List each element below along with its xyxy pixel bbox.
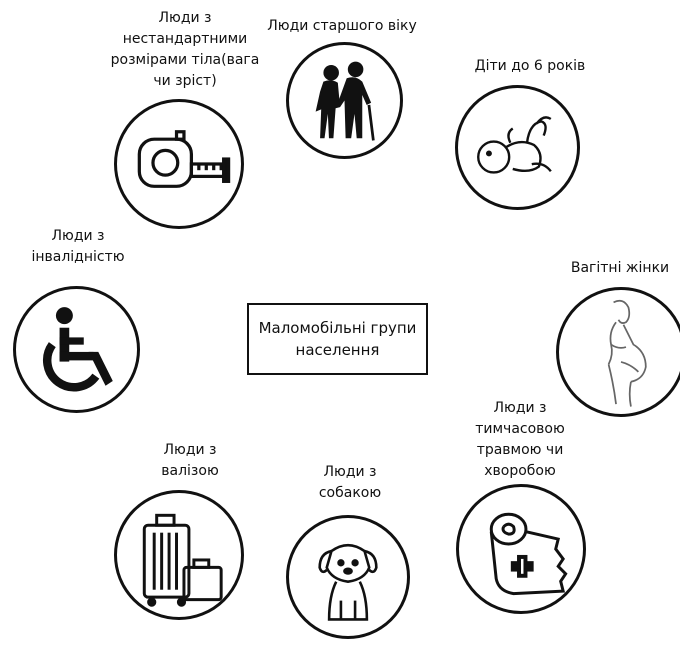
bandage-icon — [456, 484, 586, 614]
group-label-dog: Люди з собакою — [318, 464, 382, 501]
pregnant-woman-icon — [556, 287, 680, 417]
center-title: Маломобільні групи населення — [258, 319, 417, 359]
suitcase-icon — [114, 490, 244, 620]
baby-icon — [455, 85, 580, 210]
wheelchair-icon — [13, 286, 140, 413]
center-title-box: Маломобільні групи населення — [247, 303, 428, 375]
group-label-disability: Люди з інвалідністю — [31, 228, 125, 265]
group-label-children: Діти до 6 років — [474, 58, 586, 74]
group-label-suitcase: Люди з валізою — [161, 442, 219, 479]
group-label-elderly: Люди старшого віку — [267, 18, 417, 34]
group-label-pregnant: Вагітні жінки — [570, 260, 670, 276]
dog-icon — [286, 515, 410, 639]
group-label-body-size: Люди з нестандартними розмірами тіла(ваг… — [110, 10, 260, 89]
elderly-couple-icon — [286, 42, 403, 159]
tape-measure-icon — [114, 99, 244, 229]
group-label-injury: Люди з тимчасовою травмою чи хворобою — [475, 400, 565, 479]
